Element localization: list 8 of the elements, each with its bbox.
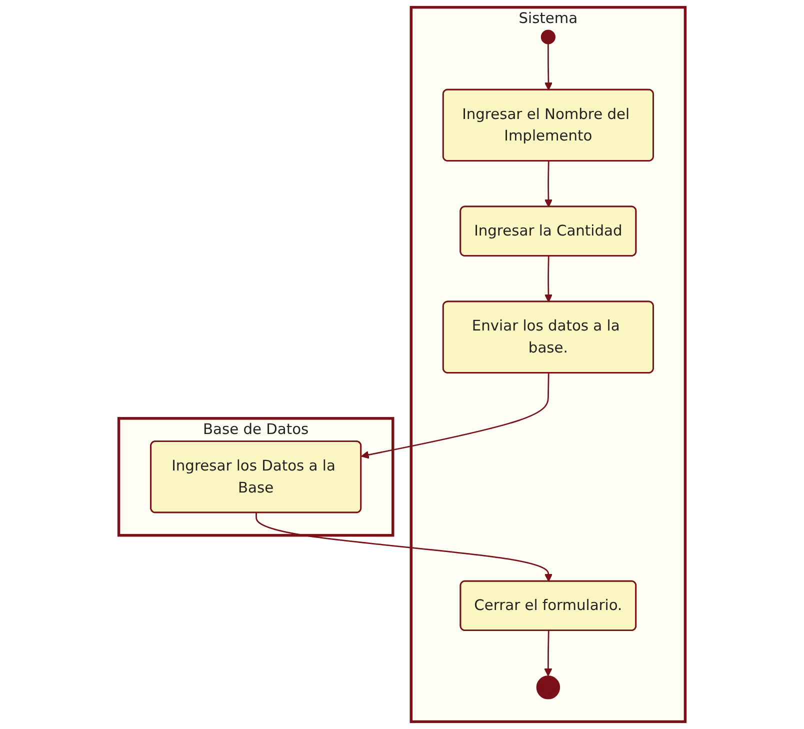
arrow xyxy=(544,630,552,676)
arrow xyxy=(544,161,552,208)
arrow xyxy=(360,373,550,459)
arrow xyxy=(256,512,552,582)
node-bullseye xyxy=(536,676,560,700)
arrow xyxy=(544,256,552,302)
arrow xyxy=(544,44,552,90)
node-circle xyxy=(540,30,556,44)
